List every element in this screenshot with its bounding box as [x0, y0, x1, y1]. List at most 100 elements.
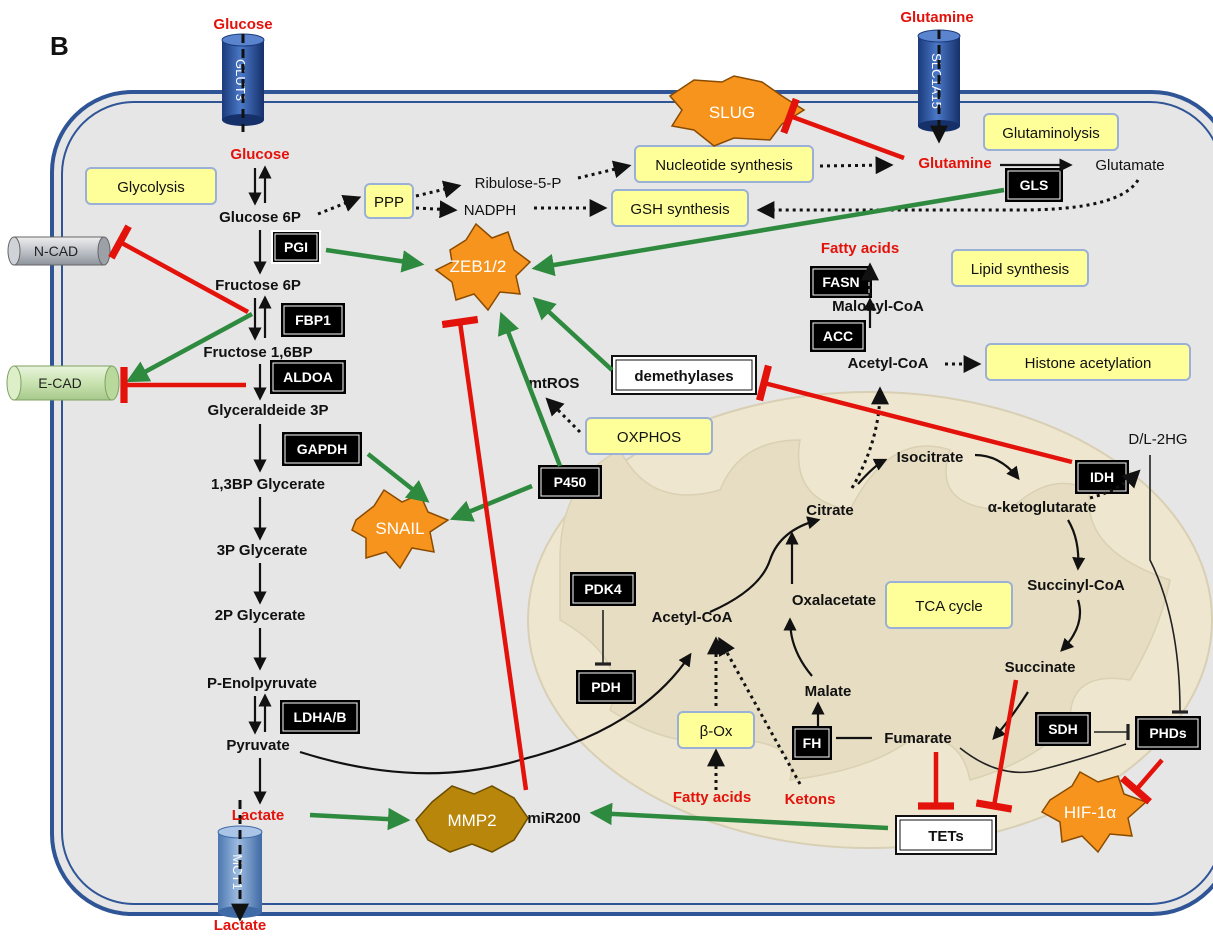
enzyme-phds: PHDs [1135, 716, 1201, 750]
enzyme-pdh: PDH [576, 670, 636, 704]
glucose-intracellular: Glucose [230, 146, 289, 163]
beta-ox-label: β-Ox [700, 723, 733, 740]
enzyme-gapdh: GAPDH [282, 432, 362, 466]
tf-zeb: ZEB1/2 [434, 222, 532, 312]
acetyl-coa-cytosol: Acetyl-CoA [848, 355, 929, 372]
ldha-label: LDHA/B [294, 709, 347, 725]
tets-label: TETs [928, 828, 964, 845]
box-histone: Histone acetylation [985, 343, 1191, 381]
oxphos-label: OXPHOS [617, 429, 681, 446]
fatty-acids-bottom: Fatty acids [673, 789, 751, 806]
ncad-label: N-CAD [34, 243, 78, 259]
mtros: mtROS [529, 375, 580, 392]
fatty-acids-top: Fatty acids [821, 240, 899, 257]
glycolysis-label: Glycolysis [117, 179, 185, 196]
enzyme-idh: IDH [1075, 460, 1129, 494]
enzyme-fh: FH [792, 726, 832, 760]
enzyme-aldoa: ALDOA [270, 360, 346, 394]
fumarate: Fumarate [884, 730, 952, 747]
fbp1-label: FBP1 [295, 312, 331, 328]
enzyme-ldha: LDHA/B [280, 700, 360, 734]
hif-label: HIF-1α [1064, 803, 1117, 822]
panel-letter: B [50, 31, 69, 61]
inhibition-arrows [108, 97, 1164, 813]
lactate-intracellular: Lactate [232, 807, 285, 824]
ncad-cylinder: N-CAD [7, 236, 111, 266]
enzyme-pdk4: PDK4 [570, 572, 636, 606]
glycerate-2p: 2P Glycerate [215, 607, 306, 624]
box-glutaminolysis: Glutaminolysis [983, 113, 1119, 151]
nucleotide-label: Nucleotide synthesis [655, 157, 793, 174]
succinyl-coa: Succinyl-CoA [1027, 577, 1125, 594]
box-lipid: Lipid synthesis [951, 249, 1089, 287]
enzyme-p450: P450 [538, 465, 602, 499]
isocitrate: Isocitrate [897, 449, 964, 466]
ppp-label: PPP [374, 194, 404, 211]
pyruvate: Pyruvate [226, 737, 289, 754]
lactate-extracellular: Lactate [214, 917, 267, 934]
histone-label: Histone acetylation [1025, 355, 1152, 372]
activation-arrows [126, 187, 1005, 831]
glutamine-intracellular: Glutamine [918, 155, 991, 172]
box-demethylases: demethylases [611, 355, 757, 395]
demethylases-label: demethylases [634, 368, 733, 385]
pgi-label: PGI [284, 239, 308, 255]
glucose-extracellular: Glucose [213, 16, 272, 33]
alpha-ketoglutarate: α-ketoglutarate [988, 499, 1096, 516]
gsh-label: GSH synthesis [630, 201, 729, 218]
glutamine-extracellular: Glutamine [900, 9, 973, 26]
aldoa-label: ALDOA [283, 369, 333, 385]
malate: Malate [805, 683, 852, 700]
p-enolpyruvate: P-Enolpyruvate [207, 675, 317, 692]
cell-membrane-inner [61, 101, 1213, 905]
fh-label: FH [803, 735, 822, 751]
fructose-16bp: Fructose 1,6BP [203, 344, 312, 361]
box-tca: TCA cycle [885, 581, 1013, 629]
slc1a15-label: SLC1A15 [929, 53, 944, 109]
mmp2-label: MMP2 [447, 811, 496, 830]
ecad-label: E-CAD [38, 375, 82, 391]
ribulose-5p: Ribulose-5-P [475, 175, 562, 192]
box-oxphos: OXPHOS [585, 417, 713, 455]
pathway-arrows [299, 156, 1189, 790]
glyceraldehyde-3p: Glyceraldeide 3P [208, 402, 329, 419]
mir200: miR200 [527, 810, 580, 827]
mct1-label: MCT1 [230, 854, 245, 889]
enzyme-fasn: FASN [810, 266, 872, 298]
succinate: Succinate [1005, 659, 1076, 676]
box-beta-ox: β-Ox [677, 711, 755, 749]
citrate: Citrate [806, 502, 854, 519]
fructose-6p: Fructose 6P [215, 277, 301, 294]
box-nucleotide: Nucleotide synthesis [634, 145, 814, 183]
idh-label: IDH [1090, 469, 1114, 485]
glucose-6p: Glucose 6P [219, 209, 301, 226]
d-l-2hg: D/L-2HG [1128, 431, 1187, 448]
glutaminolysis-label: Glutaminolysis [1002, 125, 1100, 142]
slug-label: SLUG [709, 103, 755, 122]
box-tets: TETs [895, 815, 997, 855]
malonyl-coa: Malonyl-CoA [832, 298, 924, 315]
pdh-label: PDH [591, 679, 621, 695]
snail-label: SNAIL [375, 519, 424, 538]
pdk4-label: PDK4 [584, 581, 622, 597]
gls-label: GLS [1020, 177, 1049, 193]
sdh-label: SDH [1048, 721, 1078, 737]
enzyme-gls: GLS [1005, 168, 1063, 202]
enzyme-fbp1: FBP1 [281, 303, 345, 337]
gapdh-label: GAPDH [297, 441, 348, 457]
box-glycolysis: Glycolysis [85, 167, 217, 205]
box-gsh: GSH synthesis [611, 189, 749, 227]
tca-label: TCA cycle [915, 598, 983, 615]
bp-glycerate-13: 1,3BP Glycerate [211, 476, 325, 493]
box-ppp: PPP [364, 183, 414, 219]
zeb-label: ZEB1/2 [450, 257, 507, 276]
glut3-label: GLUT3 [233, 59, 248, 101]
glutamate: Glutamate [1095, 157, 1164, 174]
glycerate-3p: 3P Glycerate [217, 542, 308, 559]
fasn-label: FASN [822, 274, 859, 290]
enzyme-acc: ACC [810, 320, 866, 352]
enzyme-pgi: PGI [271, 230, 321, 264]
tf-snail: SNAIL [351, 488, 450, 570]
p450-label: P450 [554, 474, 587, 490]
